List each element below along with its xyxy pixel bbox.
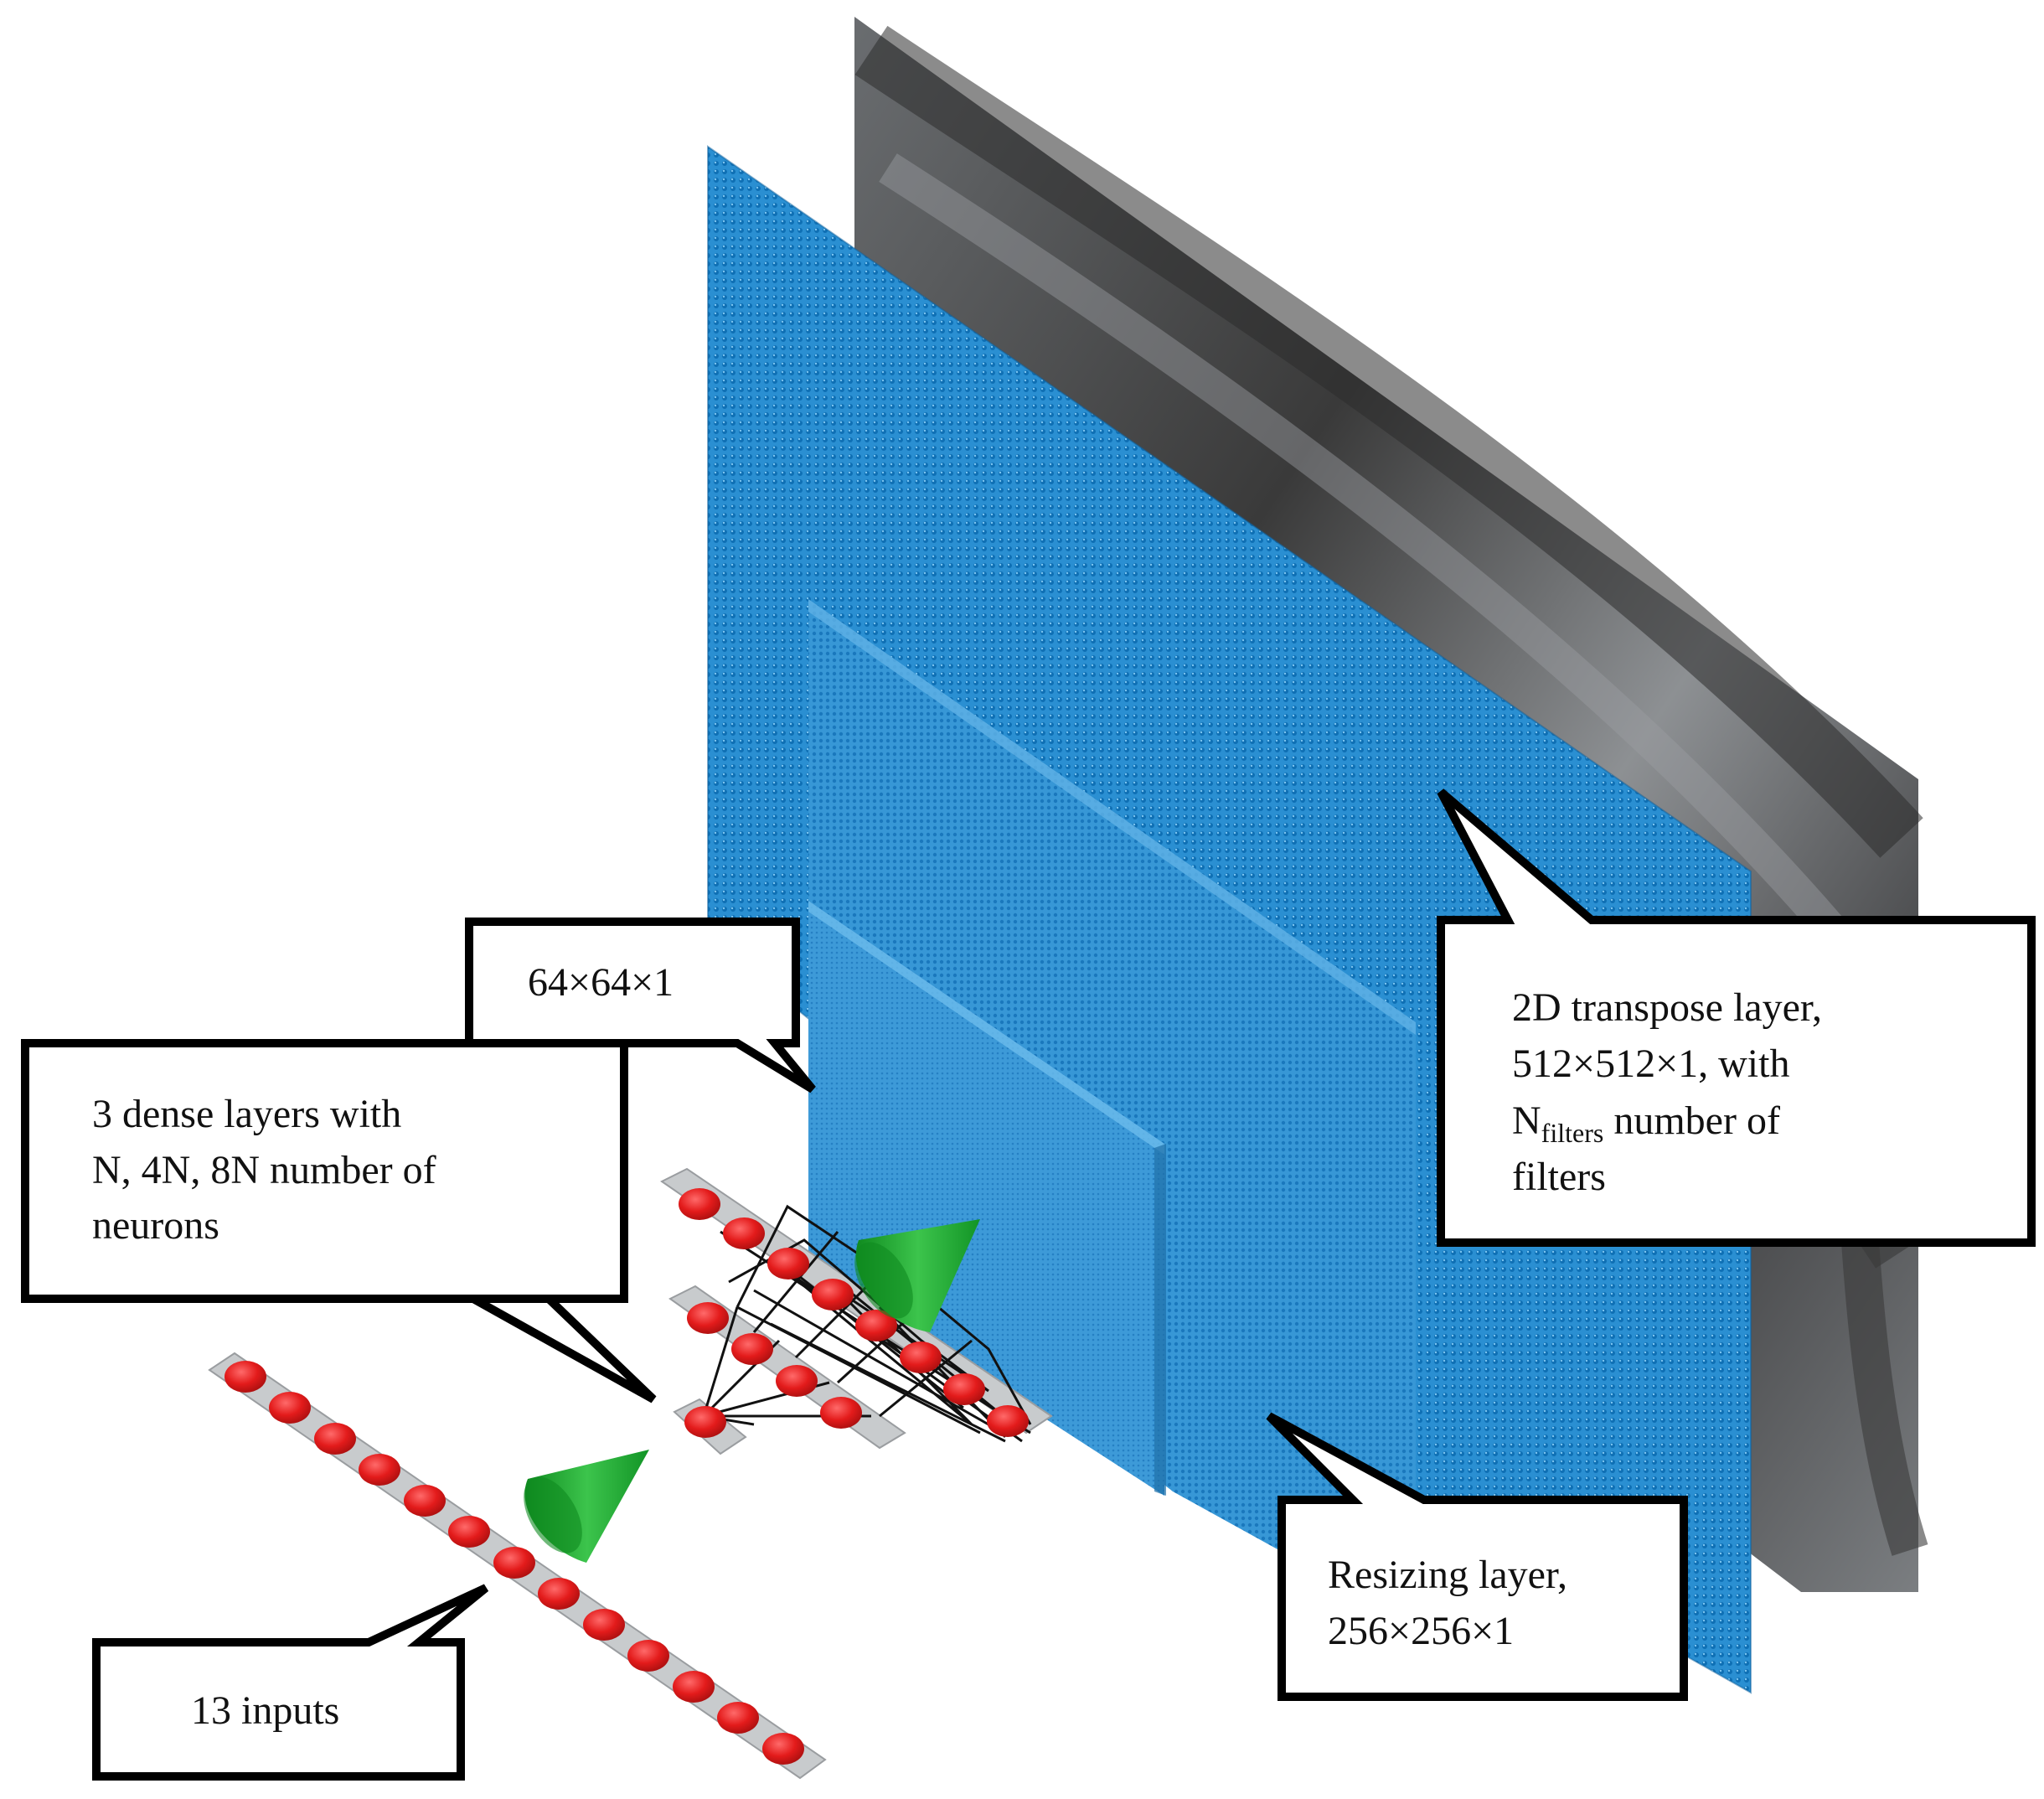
neuron-dot [583,1609,625,1641]
resizing-line-2: 256×256×1 [1328,1609,1514,1653]
green-cone-arrow-icon [854,1219,980,1332]
neuron-dot [776,1365,818,1397]
transpose-line-3: Nfilters number of [1512,1099,1780,1148]
dense-line-2: N, 4N, 8N number of [92,1148,436,1192]
neuron-dot [943,1373,985,1405]
neurons-layer-4n [687,1302,862,1429]
neuron-dot [359,1454,400,1486]
neuron-dot [314,1423,356,1455]
neuron-dot [679,1188,720,1220]
reshape-label: 64×64×1 [528,960,674,1005]
neuron-dot [731,1333,773,1365]
callout-dense: 3 dense layers with N, 4N, 8N number of … [21,1039,657,1404]
inputs-label: 13 inputs [191,1688,339,1733]
transpose-line-2: 512×512×1, with [1512,1042,1789,1086]
transpose-n-subscript: filters [1541,1118,1604,1148]
neuron-dot [987,1405,1029,1437]
neuron-dot [627,1640,669,1672]
dense-connections [702,1204,1032,1443]
neuron-dot [538,1578,580,1610]
neuron-dot [767,1248,809,1279]
neuron-dot [812,1279,854,1310]
neuron-dot [673,1671,715,1703]
resizing-line-1: Resizing layer, [1328,1553,1567,1597]
callout-inputs: 13 inputs [92,1584,489,1781]
neuron-dot [687,1302,729,1334]
transpose-line-4: filters [1512,1155,1606,1199]
green-cone-arrow-icon [524,1450,649,1563]
transpose-line-1: 2D transpose layer, [1512,985,1822,1030]
reshape-layer [808,901,1166,1496]
transpose-n: N [1512,1099,1541,1143]
neuron-dot [820,1397,862,1429]
neuron-dot [225,1361,266,1393]
neuron-dot [900,1341,942,1373]
transpose-line-3-rest: number of [1603,1099,1780,1143]
input-layer [208,1352,827,1780]
neuron-dot [493,1547,535,1579]
dense-line-1: 3 dense layers with [92,1092,401,1136]
neuron-dot [684,1406,726,1438]
neuron-dot [723,1217,765,1249]
input-neurons [225,1361,804,1765]
dense-layers [660,1167,1053,1455]
dense-line-3: neurons [92,1203,219,1248]
neurons-layer-8n [679,1188,1029,1437]
neuron-dot [717,1702,759,1734]
neuron-dot [269,1392,311,1424]
neuron-dot [448,1516,490,1548]
neuron-dot [855,1310,897,1341]
callout-transpose: 2D transpose layer, 512×512×1, with Nfil… [1437,788,2036,1247]
callout-resizing: Resizing layer, 256×256×1 [1266,1412,1688,1701]
neuron-dot [762,1733,804,1765]
neuron-dot [404,1485,446,1517]
